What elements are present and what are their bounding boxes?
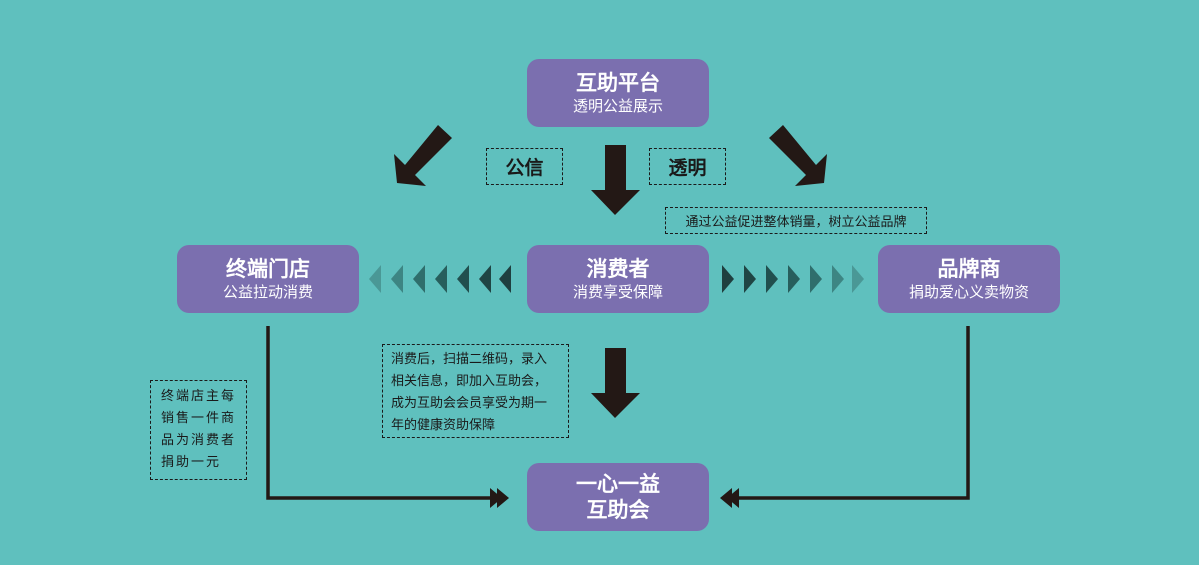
- tag-credibility: 公信: [486, 148, 563, 185]
- chevron-left: [391, 265, 403, 293]
- node-store: 终端门店 公益拉动消费: [177, 245, 359, 313]
- chevrons-consumer-to-brand: [722, 265, 864, 293]
- note-consumer-line: 年的健康资助保障: [391, 418, 496, 433]
- note-store-line: 终端店主每: [161, 389, 237, 404]
- chevron-right: [810, 265, 822, 293]
- line-store-to-association: [266, 326, 493, 500]
- arrow-consumer-to-association: [591, 348, 640, 418]
- note-brand: 通过公益促进整体销量，树立公益品牌: [665, 207, 927, 234]
- node-platform-title: 互助平台: [576, 71, 660, 95]
- chevron-left: [499, 265, 511, 293]
- note-store: 终端店主每 销售一件商 品为消费者 捐助一元: [150, 380, 247, 480]
- chevron-left: [457, 265, 469, 293]
- chevron-left: [435, 265, 447, 293]
- node-consumer: 消费者 消费享受保障: [527, 245, 709, 313]
- node-platform: 互助平台 透明公益展示: [527, 59, 709, 127]
- chevron-left: [479, 265, 491, 293]
- chevron-right: [832, 265, 844, 293]
- node-platform-subtitle: 透明公益展示: [572, 97, 663, 115]
- chevrons-consumer-to-store: [369, 265, 511, 293]
- node-brand: 品牌商 捐助爱心义卖物资: [878, 245, 1060, 313]
- arrowhead-store-to-association-1: [490, 488, 502, 508]
- chevron-left: [369, 265, 381, 293]
- node-store-subtitle: 公益拉动消费: [222, 283, 313, 301]
- arrow-platform-to-consumer: [591, 145, 640, 215]
- node-brand-subtitle: 捐助爱心义卖物资: [908, 283, 1029, 301]
- note-consumer: 消费后，扫描二维码，录入 相关信息，即加入互助会， 成为互助会会员享受为期一 年…: [382, 344, 569, 438]
- node-association: 一心一益 互助会: [527, 463, 709, 531]
- arrowhead-store-to-association-2: [497, 488, 509, 508]
- tag-transparency: 透明: [649, 148, 726, 185]
- chevron-right: [852, 265, 864, 293]
- chevron-right: [744, 265, 756, 293]
- arrowhead-brand-to-association-1: [727, 488, 739, 508]
- note-store-line: 品为消费者: [161, 433, 237, 448]
- node-association-title-line2: 互助会: [586, 498, 650, 522]
- line-brand-to-association: [736, 326, 970, 500]
- arrowhead-brand-to-association-2: [720, 488, 732, 508]
- note-store-line: 捐助一元: [161, 455, 222, 470]
- node-consumer-subtitle: 消费享受保障: [572, 283, 663, 301]
- node-store-title: 终端门店: [226, 257, 310, 281]
- chevron-right: [722, 265, 734, 293]
- arrow-platform-to-store: [394, 125, 452, 186]
- node-association-title-line1: 一心一益: [576, 472, 660, 496]
- node-consumer-title: 消费者: [586, 257, 650, 281]
- arrow-platform-to-brand: [769, 125, 827, 186]
- note-consumer-line: 成为互助会会员享受为期一: [391, 396, 548, 411]
- note-consumer-line: 相关信息，即加入互助会，: [391, 374, 548, 389]
- chevron-left: [413, 265, 425, 293]
- chevron-right: [788, 265, 800, 293]
- note-store-line: 销售一件商: [161, 411, 237, 426]
- node-brand-title: 品牌商: [937, 257, 1001, 281]
- chevron-right: [766, 265, 778, 293]
- note-consumer-line: 消费后，扫描二维码，录入: [391, 352, 548, 367]
